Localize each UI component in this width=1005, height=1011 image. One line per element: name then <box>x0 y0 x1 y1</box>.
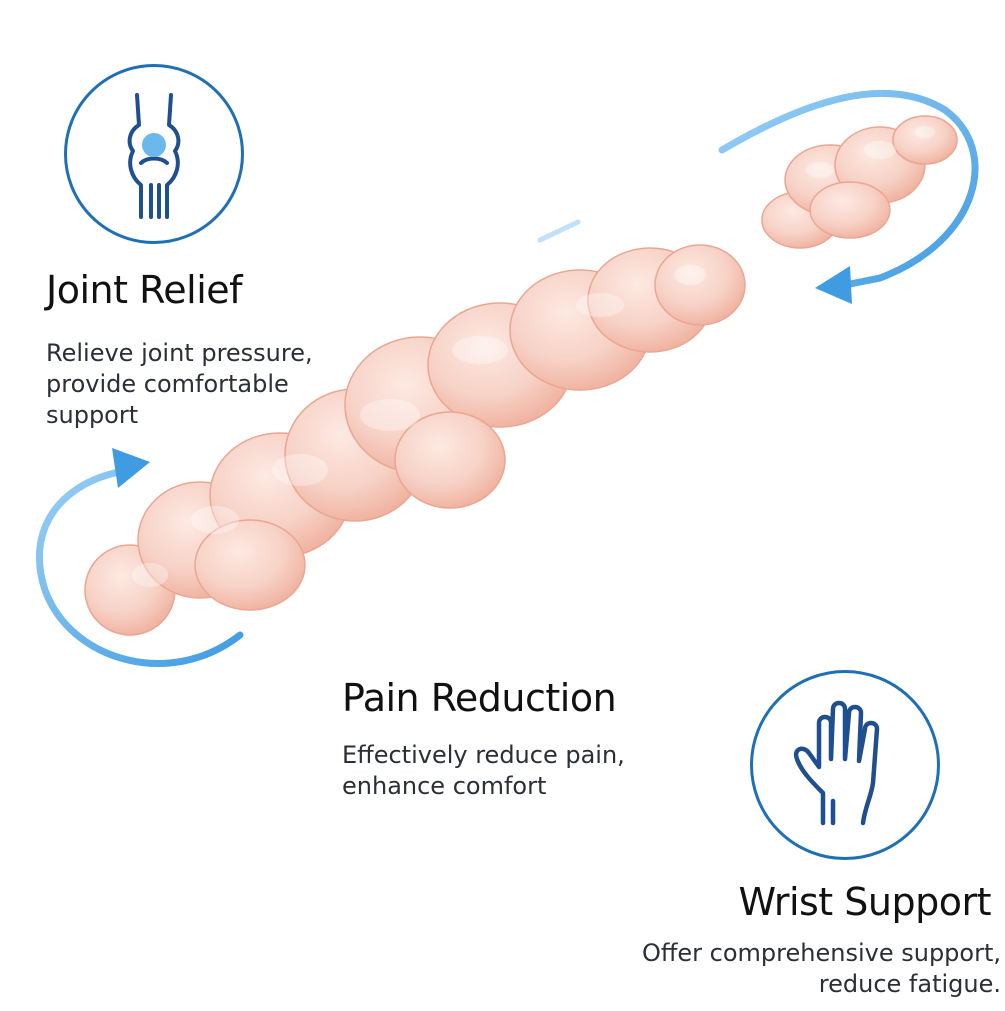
long-gel-highlights <box>132 265 706 587</box>
wrist-support-desc-line-2: reduce fatigue. <box>818 970 1001 999</box>
joint-relief-icon-circle <box>64 64 244 244</box>
pain-reduction-desc-line-2: enhance comfort <box>342 772 547 801</box>
pain-reduction-description: Effectively reduce pain, enhance comfort <box>342 740 625 802</box>
knee-joint-icon <box>127 93 181 219</box>
rotation-arrow-right-head <box>815 266 852 304</box>
rotation-arrow-left-head <box>112 448 150 488</box>
motion-streak <box>537 219 581 243</box>
wrist-support-desc-line-1: Offer comprehensive support, <box>641 939 1001 967</box>
wrist-support-title: Wrist Support <box>738 880 991 924</box>
wrist-support-description: Offer comprehensive support, reduce fati… <box>642 938 1001 1000</box>
wrist-support-icon-circle <box>750 670 940 860</box>
rotation-arrow-right <box>718 89 979 290</box>
pain-reduction-desc-line-1: Effectively reduce pain, <box>342 741 625 769</box>
joint-relief-desc-line-1: Relieve joint pressure, <box>46 339 313 367</box>
rotation-arrow-left <box>36 466 244 667</box>
hand-icon <box>793 700 880 826</box>
joint-relief-desc-line-2: provide comfortable <box>46 370 289 399</box>
pain-reduction-title: Pain Reduction <box>342 676 617 720</box>
joint-relief-desc-line-3: support <box>46 401 139 430</box>
joint-relief-description: Relieve joint pressure, provide comforta… <box>46 338 313 432</box>
small-gel-cushion <box>761 115 958 249</box>
joint-relief-title: Joint Relief <box>46 268 243 312</box>
long-gel-strip <box>84 244 746 636</box>
